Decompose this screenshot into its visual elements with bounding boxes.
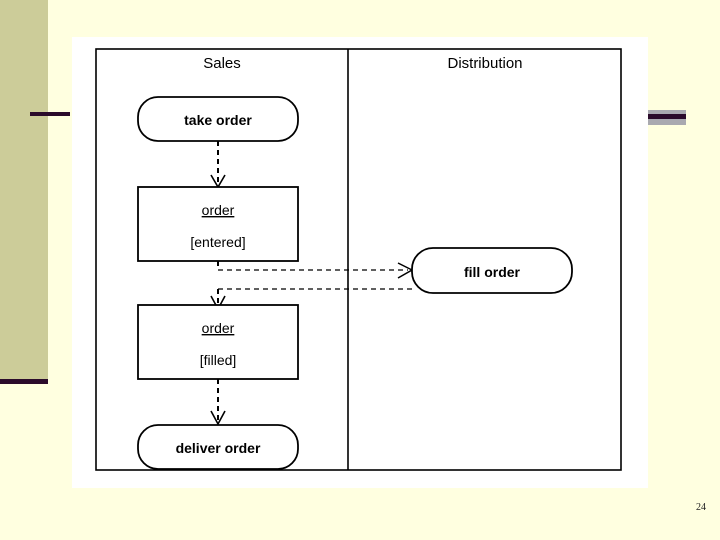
- right-rule-bottom: [642, 119, 686, 125]
- node-order-entered[interactable]: order [entered]: [137, 186, 299, 262]
- deliver-order-shape: [137, 424, 299, 470]
- order-filled-name: order: [202, 320, 235, 336]
- left-decorative-rule: [30, 112, 70, 116]
- activity-diagram: Sales Distribution take order order [ent…: [95, 48, 622, 471]
- diagram-plate: Sales Distribution take order order [ent…: [72, 37, 648, 488]
- order-filled-shape: [137, 304, 299, 380]
- right-decorative-rule-group: [642, 110, 686, 126]
- lane-title-distribution: Distribution: [447, 55, 522, 72]
- take-order-label: take order: [184, 112, 252, 128]
- order-entered-shape: [137, 186, 299, 262]
- edge-order-filled-to-deliver-order: [210, 379, 226, 426]
- fill-order-label: fill order: [464, 264, 521, 280]
- lane-title-sales: Sales: [203, 55, 241, 72]
- node-deliver-order[interactable]: deliver order: [137, 424, 299, 470]
- left-accent-bar-foot-rule: [0, 379, 48, 384]
- node-take-order[interactable]: take order: [137, 96, 299, 142]
- node-order-filled[interactable]: order [filled]: [137, 304, 299, 380]
- deliver-order-label: deliver order: [176, 440, 261, 456]
- order-filled-state: [filled]: [200, 352, 237, 368]
- right-rule-top: [642, 110, 686, 114]
- arrowhead-open-icon: [210, 410, 226, 426]
- left-accent-bar: [0, 0, 48, 381]
- node-fill-order[interactable]: fill order: [411, 247, 573, 294]
- slide-number: 24: [696, 502, 706, 513]
- order-entered-state: [entered]: [190, 234, 245, 250]
- fill-order-shape: [411, 247, 573, 294]
- order-entered-name: order: [202, 202, 235, 218]
- right-rule-middle: [642, 114, 686, 119]
